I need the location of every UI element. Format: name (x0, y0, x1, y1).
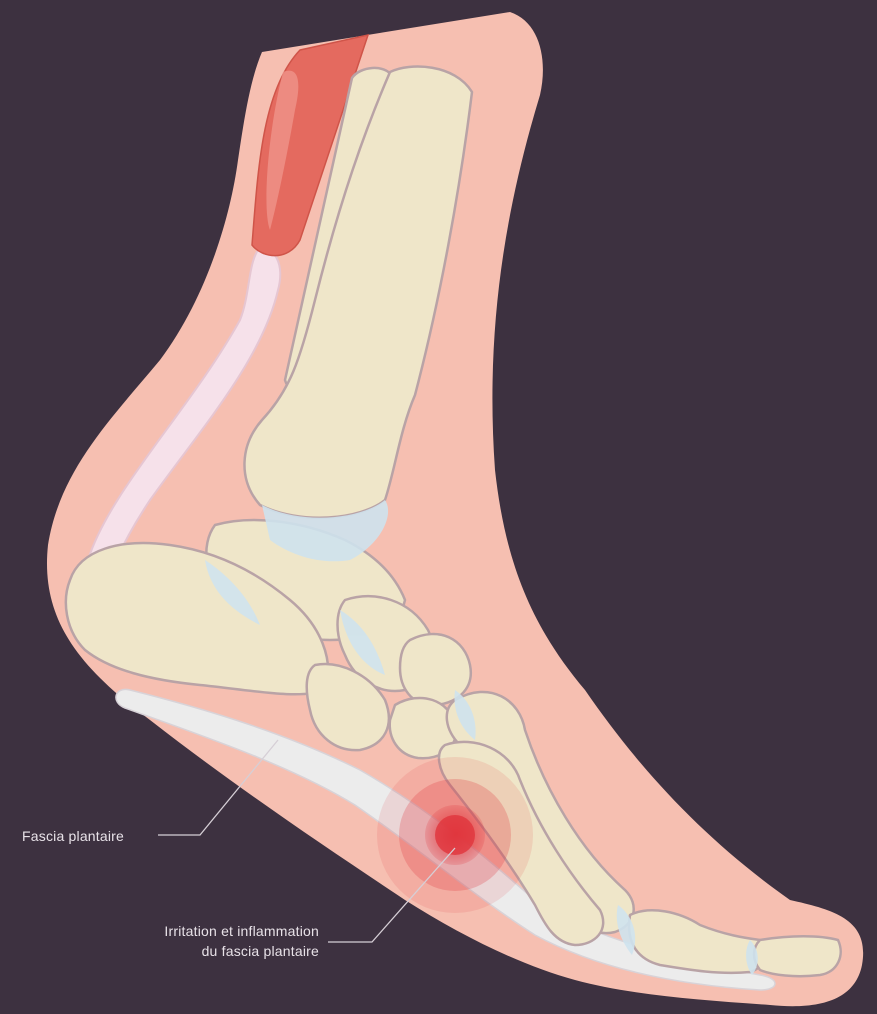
distal-phalanx-bone (754, 936, 841, 976)
irritation-label-line2: du fascia plantaire (164, 941, 319, 961)
fascia-label: Fascia plantaire (22, 826, 124, 846)
inflammation-spot (377, 757, 533, 913)
irritation-label-line1: Irritation et inflammation (164, 921, 319, 941)
irritation-label: Irritation et inflammation du fascia pla… (164, 921, 319, 961)
